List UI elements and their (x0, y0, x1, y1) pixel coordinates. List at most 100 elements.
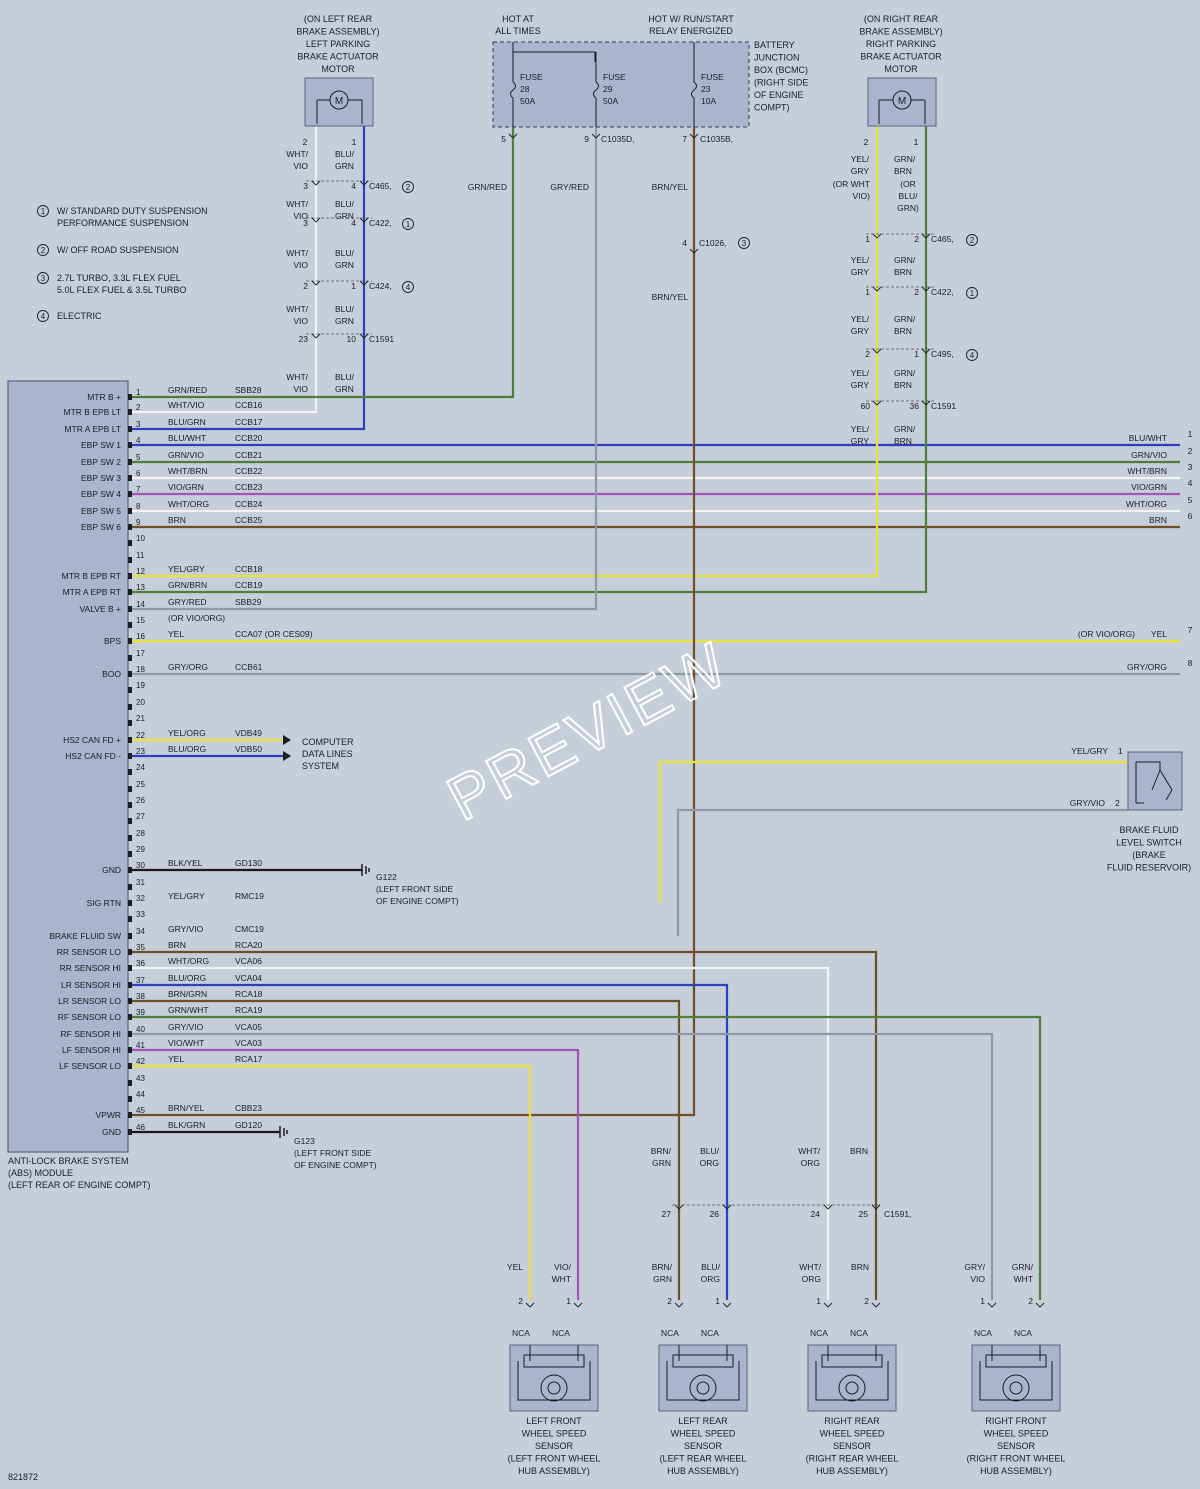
wire-color-label: WHT/ORG (168, 956, 209, 966)
sensor-pin: 1 (566, 1296, 571, 1306)
wheel-speed-sensor-name: WHEEL SPEED (820, 1429, 885, 1439)
wire-label: BRN (894, 436, 912, 446)
connector-name: C422, (931, 287, 954, 297)
can-arrows (283, 735, 291, 761)
output-number: 3 (1188, 462, 1193, 472)
switch-pin: 2 (1115, 798, 1120, 808)
wheel-speed-sensor-name: SENSOR (684, 1441, 723, 1451)
connector-pin: 3 (303, 181, 308, 191)
pin-terminal (128, 508, 132, 514)
connector-pin: 2 (865, 349, 870, 359)
brake-fluid-switch-name: LEVEL SWITCH (1116, 838, 1182, 848)
wire-label: YEL/ (851, 314, 870, 324)
pin-terminal (128, 835, 132, 841)
circuit-label: CCB16 (235, 400, 263, 410)
circuit-label: VCA05 (235, 1022, 262, 1032)
pin-terminal (128, 394, 132, 400)
sensor-wire-label: BLU/ (701, 1262, 721, 1272)
c1591-wire-label: BLU/ (700, 1146, 720, 1156)
c1591-wire-label: BRN/ (651, 1146, 672, 1156)
pin-number: 3 (136, 420, 141, 429)
pin-terminal (128, 491, 132, 497)
wire-label: GRY (851, 436, 870, 446)
connector-mark (689, 248, 699, 254)
pin-number: 14 (136, 600, 145, 609)
pin-number: 17 (136, 649, 145, 658)
sensor-pin: 2 (667, 1296, 672, 1306)
computer-data-lines: DATA LINES (302, 749, 353, 759)
connector-name: C1026, (699, 238, 726, 248)
pin-function: MTR A EPB LT (64, 424, 121, 434)
connector-name: C465, (931, 234, 954, 244)
connector-mark (508, 133, 518, 139)
bjb-wire-label: GRY/RED (550, 182, 589, 192)
connector-mark (674, 1204, 684, 1210)
pin-function: BOO (102, 669, 121, 679)
pin-terminal (128, 671, 132, 677)
tone-ring (540, 1374, 568, 1402)
pin-terminal (128, 1031, 132, 1037)
sensor-wire (132, 1048, 580, 1300)
pin-terminal (128, 1096, 132, 1102)
bjb-pin: 7 (682, 134, 687, 144)
output-number: 4 (1188, 478, 1193, 488)
pin-terminal (128, 1129, 132, 1135)
note-number: 3 (742, 239, 747, 248)
sensor-frame (815, 1361, 889, 1401)
right-motor-name: (ON RIGHT REAR (864, 14, 939, 24)
fuse-symbol (510, 52, 516, 127)
connector-name: C495, (931, 349, 954, 359)
switch-pin: 1 (1118, 746, 1123, 756)
sensor-pin: 2 (1028, 1296, 1033, 1306)
pin-terminal (128, 900, 132, 906)
sensor-coil (672, 1354, 734, 1368)
output-number: 2 (1188, 446, 1193, 456)
output-wire-label: WHT/BRN (1127, 466, 1167, 476)
pin-function: MTR A EPB RT (63, 587, 121, 597)
note-text: W/ STANDARD DUTY SUSPENSION (57, 206, 208, 216)
wire-label: BLU/ (335, 248, 355, 258)
connector-mark (1035, 1302, 1045, 1308)
computer-data-lines: COMPUTER (302, 737, 354, 747)
pin-terminal (128, 965, 132, 971)
note-number: 1 (970, 289, 975, 298)
motor-pin: 1 (352, 137, 357, 147)
connector-pin: 3 (303, 218, 308, 228)
pin-number: 43 (136, 1074, 145, 1083)
switch-wire-label: GRY/VIO (1070, 798, 1106, 808)
connector-mark (872, 233, 882, 239)
pin-number: 4 (136, 436, 141, 445)
sensor-pin: 2 (864, 1296, 869, 1306)
wire-label: WHT/ (286, 304, 308, 314)
connector-mark (359, 217, 369, 223)
pin-function: EBP SW 3 (81, 473, 121, 483)
connector-mark (987, 1302, 997, 1308)
connector-pin: 10 (347, 334, 357, 344)
connector-mark (573, 1302, 583, 1308)
connector-pin: 2 (914, 287, 919, 297)
wire-color-label: BRN (168, 940, 186, 950)
pin-number: 13 (136, 583, 145, 592)
connector-pin: 25 (859, 1209, 869, 1219)
fuse-symbol (691, 42, 697, 127)
wheel-speed-sensor-name: HUB ASSEMBLY) (667, 1466, 739, 1476)
pin-function: MTR B EPB RT (62, 571, 121, 581)
note-circle (738, 237, 750, 249)
wire-label: VIO (293, 211, 308, 221)
connector-pin: 24 (811, 1209, 821, 1219)
motor-symbol: M (335, 96, 343, 107)
note-number: 4 (41, 312, 46, 321)
wire-label: GRN (335, 316, 354, 326)
note-text: W/ OFF ROAD SUSPENSION (57, 245, 179, 255)
right-motor-name: RIGHT PARKING (866, 39, 936, 49)
pin-terminal (128, 524, 132, 530)
connector-name: C1591, (884, 1209, 911, 1219)
circuit-label: CBB23 (235, 1103, 262, 1113)
bjb-name: BATTERY (754, 40, 795, 50)
bjb-box (492, 41, 750, 128)
pin-number: 11 (136, 551, 145, 560)
ground-location: (LEFT FRONT SIDE (376, 884, 453, 894)
connector-pin: 2 (303, 281, 308, 291)
connector-mark (525, 1302, 535, 1308)
brake-fluid-switch-name: BRAKE FLUID (1119, 825, 1179, 835)
